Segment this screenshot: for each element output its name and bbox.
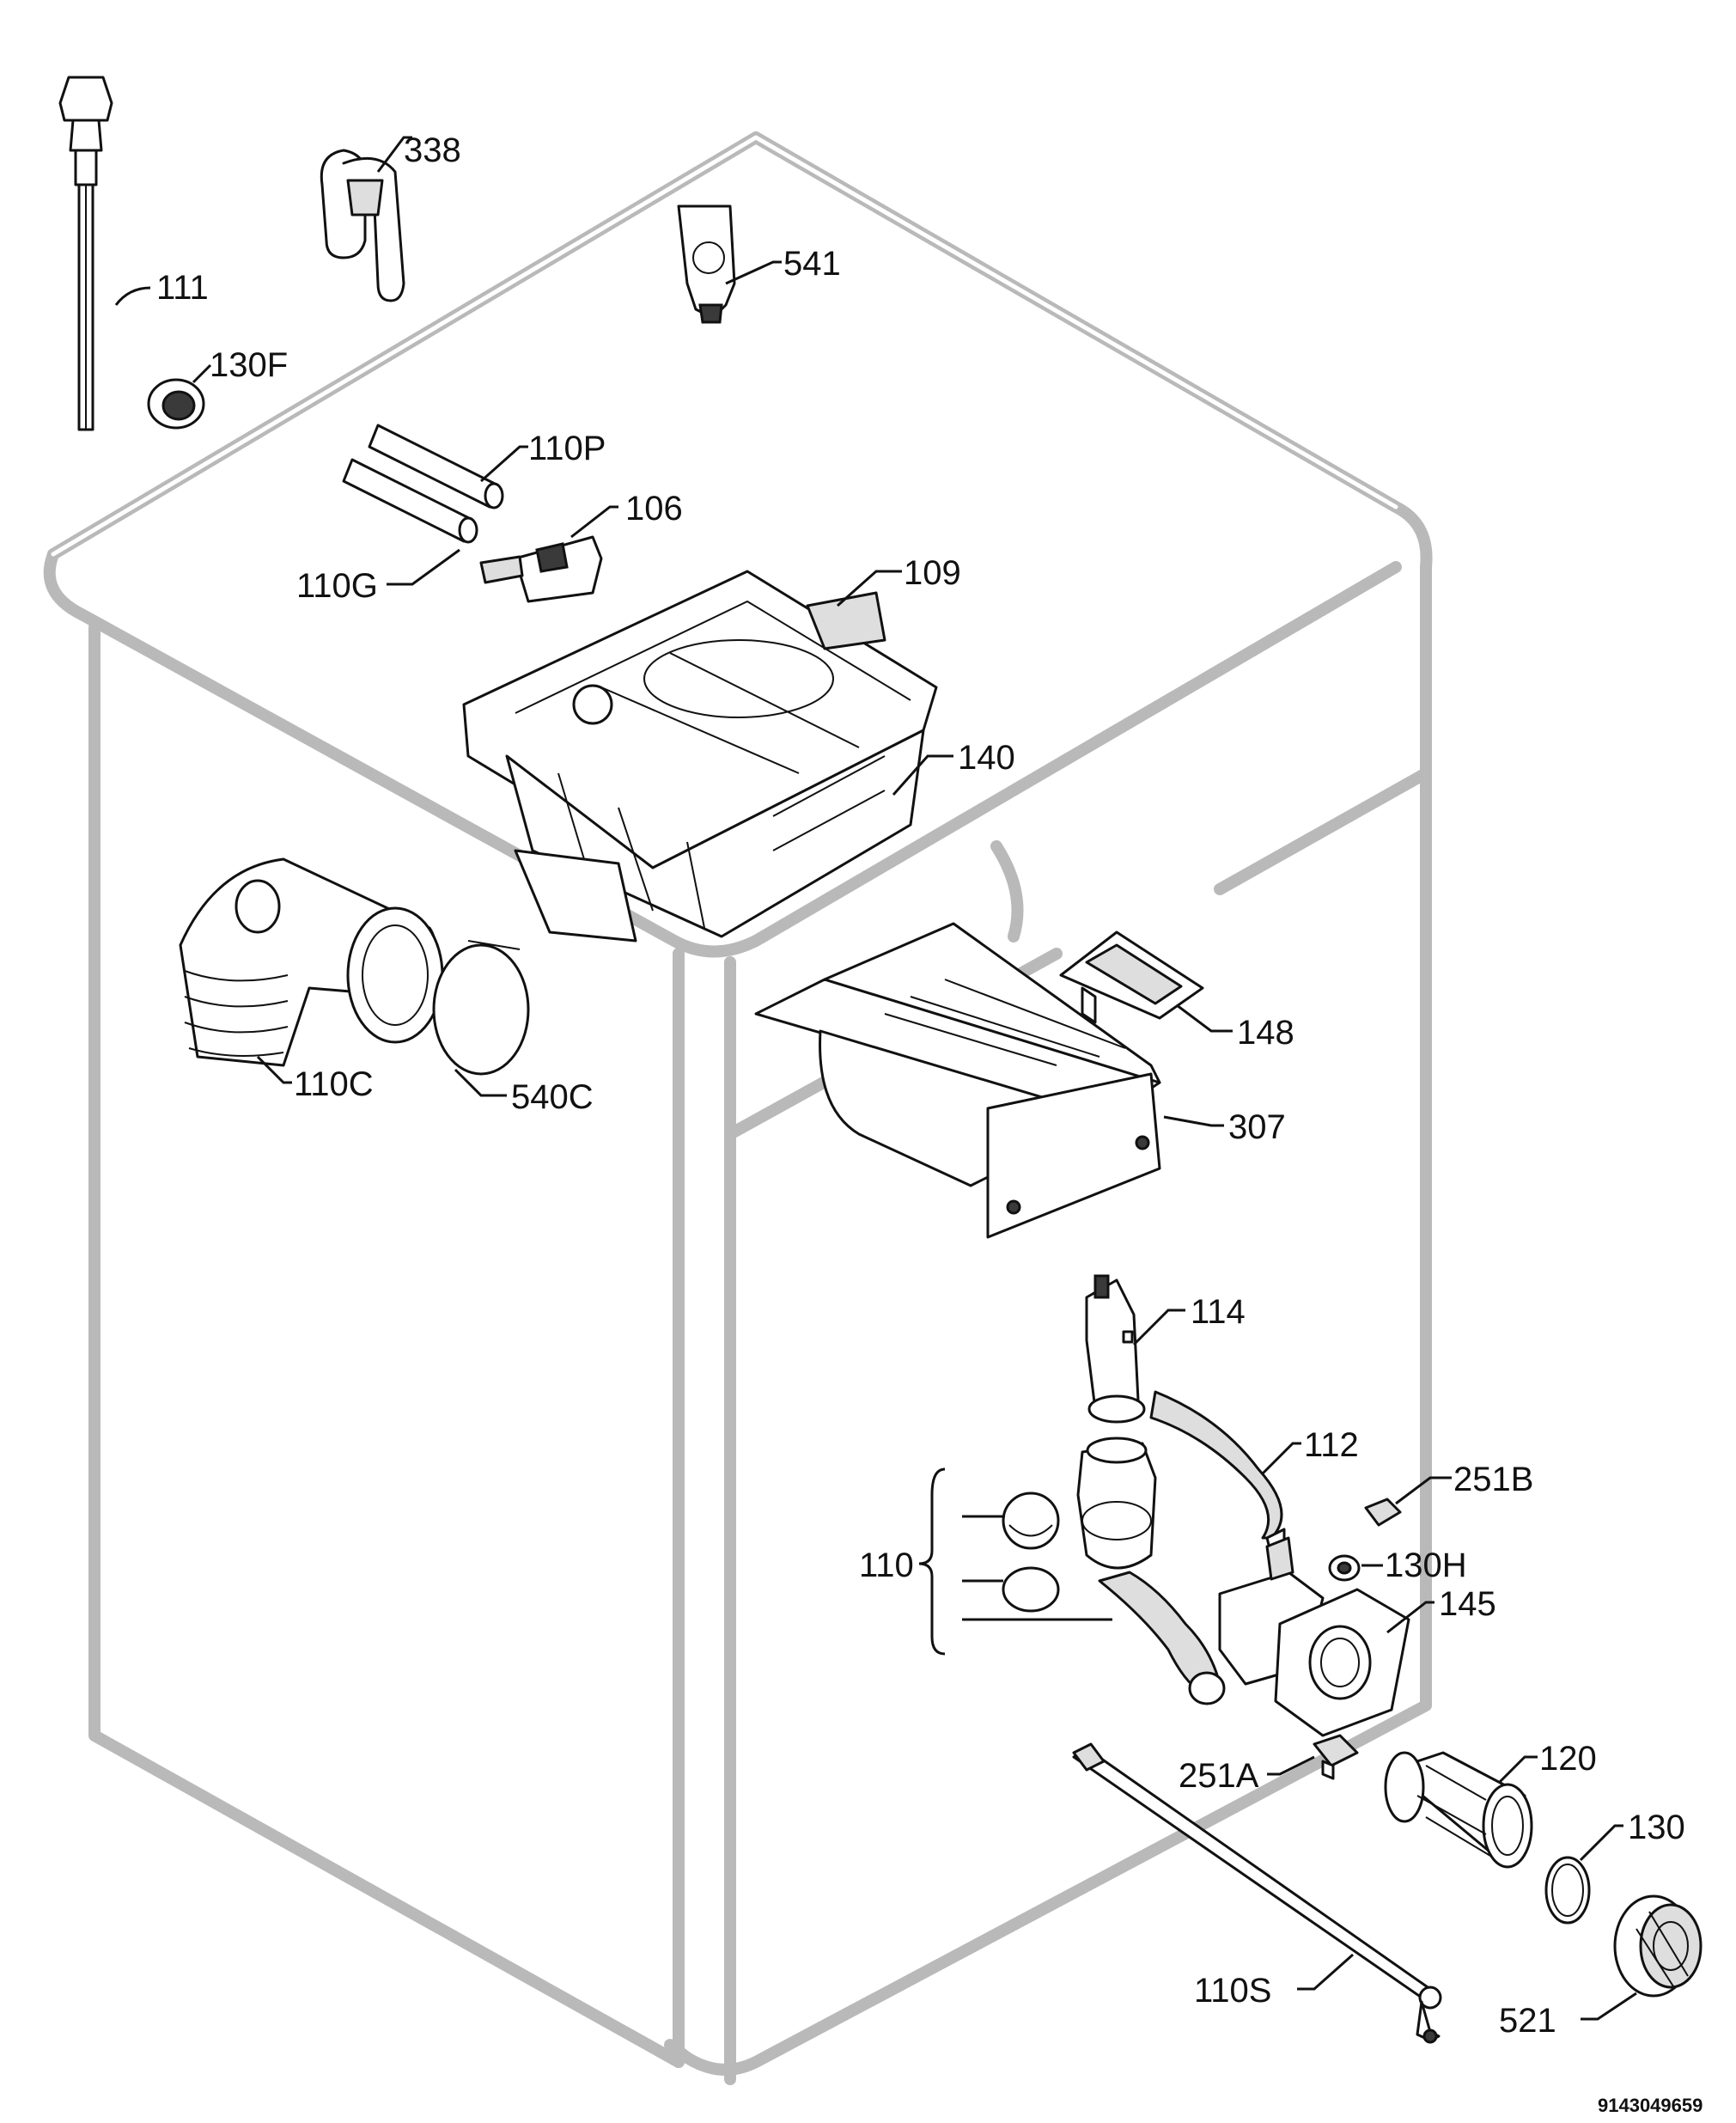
label-521: 521 [1499,2002,1556,2040]
part-148-siphon-cap [1059,930,1204,1024]
label-540C: 540C [511,1078,594,1116]
leader-109 [837,570,902,607]
label-130H: 130H [1385,1546,1467,1584]
part-130F-nut [147,378,205,430]
part-130-gasket [1544,1856,1591,1925]
leader-148 [1176,1004,1233,1033]
label-130F: 130F [210,346,288,384]
part-130H-grommet [1328,1554,1361,1582]
leader-251B [1395,1476,1452,1505]
label-307: 307 [1228,1108,1286,1146]
part-541-clip [677,204,736,324]
leader-111 [114,286,151,306]
leader-110P [480,445,528,483]
leader-521 [1581,1992,1637,2021]
document-code: 9143049659 [1598,2095,1702,2116]
part-111-inlet-hose [58,76,113,431]
leader-120 [1497,1755,1538,1784]
leader-114 [1132,1309,1185,1346]
leader-106 [570,505,618,539]
part-145-pump-housing [1218,1536,1410,1737]
part-338-hose-guide [320,149,405,302]
part-106-valve [479,535,603,603]
part-307-dispenser-drawer [754,922,1161,1239]
label-112: 112 [1304,1426,1359,1464]
leader-540C [454,1068,507,1097]
label-541: 541 [783,245,841,283]
label-145: 145 [1439,1585,1496,1623]
part-120-filter [1384,1751,1533,1869]
part-140-dispenser-housing [505,729,925,943]
label-110S: 110S [1194,1972,1271,2010]
leader-110-bracket [918,1467,946,1656]
leader-541 [725,260,782,285]
label-106: 106 [625,490,683,528]
label-109: 109 [904,554,961,592]
part-110S-drain-pipe [1072,1742,1442,2044]
leader-110C [256,1055,292,1084]
part-110C-bellows [179,857,444,1067]
label-110C: 110C [294,1065,374,1103]
label-130: 130 [1628,1809,1685,1846]
leader-110G [387,548,460,586]
label-251B: 251B [1453,1461,1533,1498]
label-110G: 110G [296,567,378,605]
label-110: 110 [859,1546,914,1584]
part-110P-tube [368,424,504,509]
leader-110S [1297,1953,1354,1991]
part-540C-clamp [432,940,530,1076]
label-338: 338 [404,131,461,169]
leader-112 [1261,1442,1301,1475]
label-251A: 251A [1179,1757,1259,1795]
label-111: 111 [156,269,209,307]
part-251B-clip [1364,1498,1402,1527]
leader-145 [1386,1601,1434,1634]
leader-338 [376,136,412,173]
label-148: 148 [1237,1014,1294,1052]
leader-140 [892,754,953,796]
leader-130 [1579,1824,1623,1862]
label-140: 140 [958,739,1015,777]
leader-307 [1163,1115,1224,1127]
part-114-air-chamber [1085,1274,1146,1424]
part-521-filter-cap [1613,1894,1702,1998]
part-251A-clip [1313,1734,1359,1780]
leader-251A [1267,1755,1315,1776]
part-110G-tube [342,458,478,544]
label-120: 120 [1539,1740,1597,1778]
label-114: 114 [1191,1293,1246,1331]
leader-130F [192,363,212,384]
part-110-sump-group [1002,1437,1226,1705]
label-110P: 110P [528,430,606,467]
part-109-dispenser-cover [462,570,938,869]
